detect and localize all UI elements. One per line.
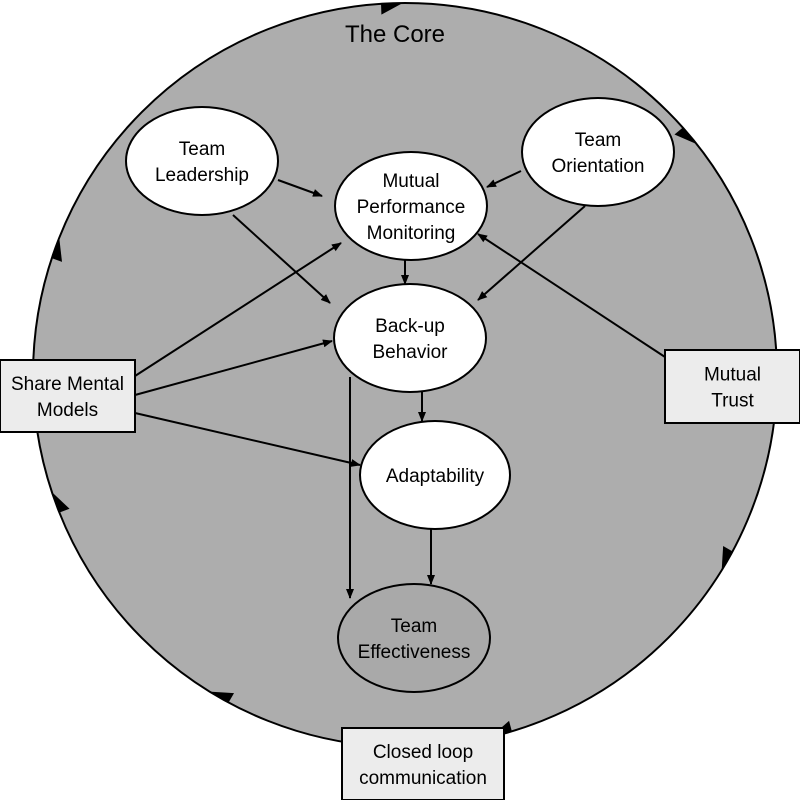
team-orientation-label-line: Team bbox=[575, 130, 621, 151]
team-effectiveness-label-line: Team bbox=[391, 616, 437, 637]
cycle-arrow-icon bbox=[51, 237, 63, 262]
team-orientation-ellipse bbox=[521, 97, 675, 207]
share-mental-models-label-line: Models bbox=[37, 400, 98, 421]
back-up-behavior-label-line: Behavior bbox=[373, 342, 449, 363]
nodes: TeamLeadershipTeamOrientationMutualPerfo… bbox=[0, 97, 800, 800]
edge-team-leadership-to-mutual-performance-monitoring bbox=[277, 179, 323, 197]
closed-loop-communication-label-line: Closed loop bbox=[373, 742, 473, 763]
team-leadership-label-line: Team bbox=[179, 139, 225, 160]
mutual-performance-monitoring-ellipse bbox=[334, 151, 488, 261]
mutual-trust-label-line: Mutual bbox=[704, 365, 761, 386]
cycle-arrow-icon bbox=[209, 691, 235, 703]
edge-team-leadership-to-back-up-behavior bbox=[232, 214, 331, 304]
node-closed-loop-communication: Closed loop communication bbox=[341, 727, 505, 800]
mutual-performance-monitoring-label-line: Performance bbox=[357, 197, 466, 218]
edge-mutual-trust-to-mutual-performance-monitoring bbox=[477, 233, 666, 358]
cycle-arrow-icon bbox=[381, 2, 404, 15]
edge-team-orientation-to-mutual-performance-monitoring bbox=[486, 170, 522, 188]
edge-team-orientation-to-back-up-behavior bbox=[477, 205, 586, 301]
team-effectiveness-label-line: Effectiveness bbox=[358, 642, 471, 663]
cycle-markers bbox=[51, 2, 733, 738]
core-title: The Core bbox=[345, 21, 445, 48]
mutual-trust-label-line: Trust bbox=[711, 391, 754, 412]
share-mental-models-label-line: Share Mental bbox=[11, 374, 124, 395]
team-effectiveness-ellipse bbox=[337, 583, 491, 693]
edges bbox=[134, 170, 666, 599]
mutual-trust-box bbox=[664, 349, 800, 424]
team-leadership-label-line: Leadership bbox=[155, 165, 249, 186]
closed-loop-communication-box bbox=[341, 727, 505, 800]
cycle-arrow-icon bbox=[674, 127, 698, 145]
edge-share-mental-models-to-adaptability bbox=[134, 412, 361, 467]
node-adaptability: Adaptability bbox=[359, 420, 511, 530]
adaptability-ellipse bbox=[359, 420, 511, 530]
back-up-behavior-ellipse bbox=[333, 283, 487, 393]
team-orientation-label-line: Orientation bbox=[552, 156, 645, 177]
cycle-arrow-icon bbox=[721, 545, 733, 571]
mutual-performance-monitoring-label-line: Monitoring bbox=[367, 223, 456, 244]
back-up-behavior-label-line: Back-up bbox=[375, 316, 445, 337]
mutual-performance-monitoring-label-line: Mutual bbox=[382, 171, 439, 192]
share-mental-models-box bbox=[0, 359, 136, 433]
cycle-arrow-icon bbox=[51, 491, 70, 513]
closed-loop-communication-label-line: communication bbox=[359, 768, 487, 789]
edge-share-mental-models-to-mutual-performance-monitoring bbox=[134, 242, 342, 377]
team-leadership-ellipse bbox=[125, 106, 279, 216]
edge-share-mental-models-to-back-up-behavior bbox=[134, 339, 333, 396]
adaptability-label-line: Adaptability bbox=[386, 466, 485, 487]
